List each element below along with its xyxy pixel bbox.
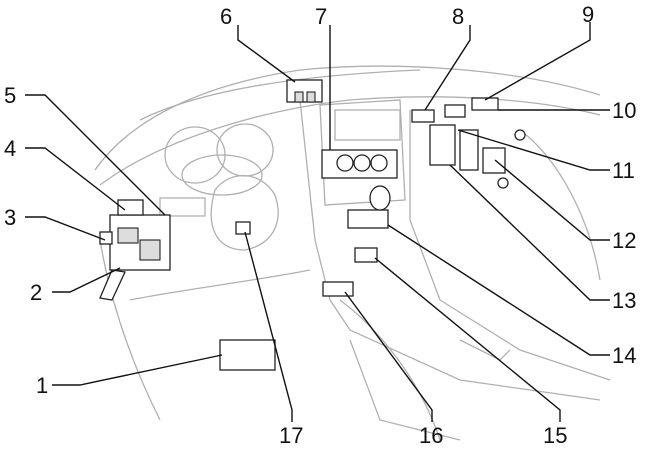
callout-15: 15 [543, 423, 567, 448]
callout-labels: 1 2 3 4 5 6 7 8 9 10 11 12 13 14 15 16 1… [4, 2, 636, 448]
callout-10: 10 [612, 98, 636, 123]
callout-1: 1 [36, 373, 48, 398]
callout-4: 4 [4, 136, 16, 161]
component-8 [411, 109, 435, 123]
callout-16: 16 [419, 423, 443, 448]
component-9 [471, 97, 499, 111]
component-13 [429, 124, 456, 166]
callout-2: 2 [30, 280, 42, 305]
callout-7: 7 [315, 4, 327, 29]
component-16 [322, 281, 354, 297]
leader-lines [25, 22, 610, 422]
callout-6: 6 [220, 4, 232, 29]
callout-5: 5 [4, 83, 16, 108]
callout-14: 14 [612, 343, 636, 368]
callout-12: 12 [612, 228, 636, 253]
callout-8: 8 [452, 4, 464, 29]
component-6 [286, 79, 323, 103]
callout-17: 17 [279, 423, 303, 448]
callout-9: 9 [582, 2, 594, 27]
car-interior-outline [94, 65, 611, 441]
callout-3: 3 [4, 205, 16, 230]
component-14 [347, 209, 389, 229]
component-12 [482, 147, 506, 174]
component-15 [354, 247, 378, 263]
callout-11: 11 [612, 158, 635, 183]
component-17 [235, 221, 251, 235]
components [99, 79, 526, 371]
callout-13: 13 [612, 288, 636, 313]
component-1 [219, 339, 276, 371]
